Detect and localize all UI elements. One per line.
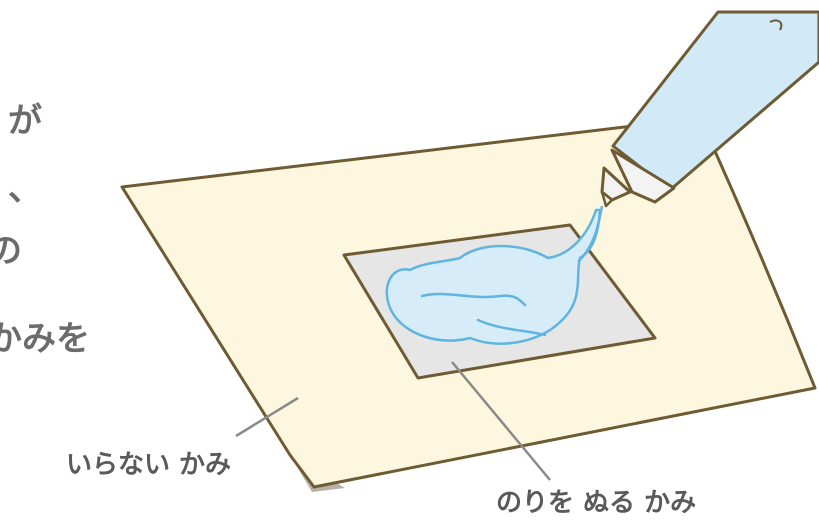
waste-paper-leader xyxy=(235,396,299,438)
side-text-line: が xyxy=(8,101,42,141)
glue-swirl xyxy=(476,318,547,337)
glue-blob-icon xyxy=(385,208,602,345)
waste-paper-label: いらない かみ xyxy=(66,450,232,480)
side-text-line: の xyxy=(0,231,22,271)
glue-tube-icon xyxy=(600,10,819,208)
side-text-line: かみを xyxy=(0,319,90,359)
glue-swirl xyxy=(420,292,527,307)
side-text-line: 、 xyxy=(8,169,42,209)
side-text: が 、 の かみを xyxy=(0,0,140,420)
glue-stream xyxy=(577,205,604,263)
glued-paper-label: のりを ぬる かみ xyxy=(496,488,697,518)
glued-paper-leader xyxy=(451,361,551,481)
